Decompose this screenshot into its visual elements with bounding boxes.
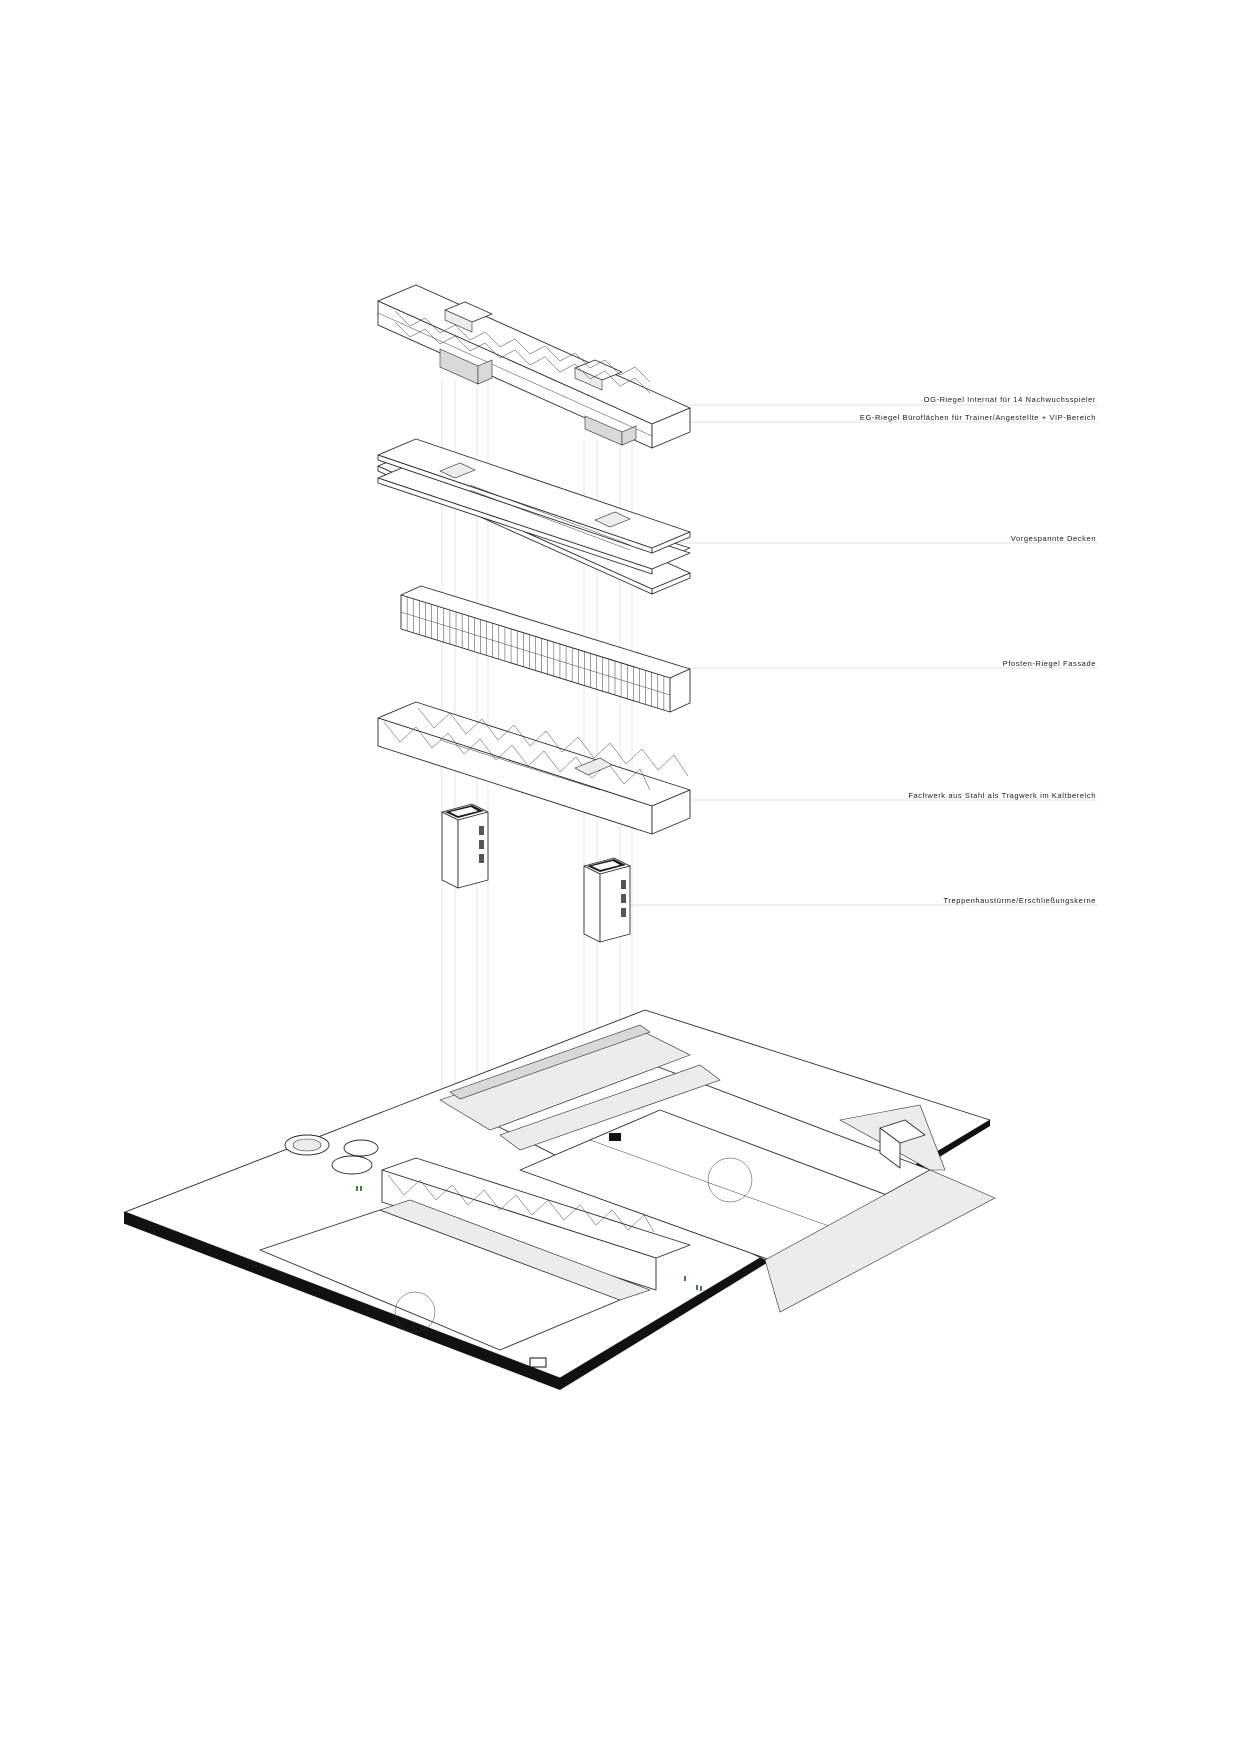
main-stadium xyxy=(439,1024,996,1313)
label-eg-riegel: EG-Riegel Büroflächen für Trainer/Angest… xyxy=(860,413,1096,422)
riegel-in-context xyxy=(381,1157,691,1291)
label-fassade: Pfosten-Riegel Fassade xyxy=(1003,659,1096,668)
treppenhaus-kern-rechts xyxy=(583,857,631,943)
leader-lines xyxy=(620,404,1098,906)
training-pitch xyxy=(240,1199,651,1368)
og-eg-riegel-volume xyxy=(377,284,691,449)
site-model xyxy=(124,1009,996,1390)
label-og-riegel: OG-Riegel Internat für 14 Nachwuchsspiel… xyxy=(924,395,1096,404)
pfosten-riegel-fassade xyxy=(400,585,691,713)
label-kerne: Treppenhaustürme/Erschließungskerne xyxy=(944,896,1096,905)
label-fachwerk: Fachwerk aus Stahl als Tragwerk im Kaltb… xyxy=(908,791,1096,800)
treppenhaus-kern-links xyxy=(441,803,489,889)
scale-figures xyxy=(356,1186,702,1291)
labels: OG-Riegel Internat für 14 Nachwuchsspiel… xyxy=(860,395,1096,905)
fachwerk-stahl-truss xyxy=(377,701,691,835)
round-structures xyxy=(284,1134,379,1175)
decken-slabs xyxy=(377,438,691,595)
og-truss-pattern xyxy=(377,310,653,437)
label-decken: Vorgespannte Decken xyxy=(1011,534,1096,543)
